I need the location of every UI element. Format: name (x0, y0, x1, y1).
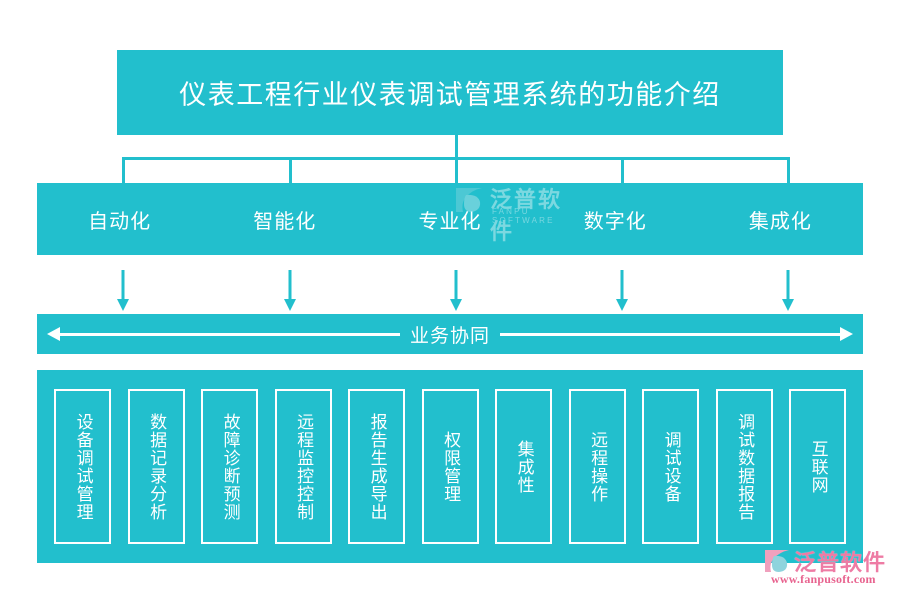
arrow-down-icon-1 (117, 270, 129, 311)
feature-item-3[interactable]: 数字化 (583, 210, 647, 233)
business-collaboration-bar: 业务协同 (37, 314, 863, 354)
function-label-5: 权限管理 (441, 430, 461, 503)
arrow-down-icon-2 (284, 270, 296, 311)
connector-drop-3 (455, 157, 458, 184)
function-box-1[interactable]: 数据记录分析 (127, 389, 185, 544)
arrow-down-icon-4 (616, 270, 628, 311)
connector-drop-1 (122, 157, 125, 184)
feature-item-4[interactable]: 集成化 (748, 210, 812, 233)
business-collaboration-label: 业务协同 (399, 320, 500, 348)
function-box-0[interactable]: 设备调试管理 (54, 389, 111, 544)
function-label-1: 数据记录分析 (147, 412, 167, 521)
diagram-title-box: 仪表工程行业仪表调试管理系统的功能介绍 (117, 50, 783, 135)
function-box-2[interactable]: 故障诊断预测 (201, 389, 258, 544)
feature-item-0[interactable]: 自动化 (88, 210, 152, 233)
function-panel: 设备调试管理 数据记录分析 故障诊断预测 远程监控控制 报告生成导出 权限管理 … (37, 370, 863, 563)
diagram-title-text: 仪表工程行业仪表调试管理系统的功能介绍 (179, 80, 721, 110)
feature-item-1[interactable]: 智能化 (253, 210, 317, 233)
function-label-9: 调试数据报告 (735, 412, 755, 521)
arrow-down-icon-5 (782, 270, 794, 311)
connector-drop-4 (621, 157, 624, 184)
function-box-3[interactable]: 远程监控控制 (274, 389, 332, 544)
function-label-7: 远程操作 (588, 430, 608, 503)
biz-arrow-line-right (479, 333, 841, 336)
arrow-down-icon-3 (450, 270, 462, 311)
function-box-8[interactable]: 调试设备 (642, 389, 699, 544)
function-label-2: 故障诊断预测 (220, 412, 240, 521)
function-box-7[interactable]: 远程操作 (568, 389, 626, 544)
feature-item-2[interactable]: 专业化 (418, 210, 482, 233)
arrow-left-icon (47, 327, 60, 341)
function-box-9[interactable]: 调试数据报告 (715, 389, 773, 544)
arrow-right-icon (840, 327, 853, 341)
function-label-0: 设备调试管理 (73, 412, 93, 521)
function-box-6[interactable]: 集成性 (495, 389, 552, 544)
connector-drop-5 (787, 157, 790, 184)
function-label-8: 调试设备 (661, 430, 681, 503)
connector-drop-2 (289, 157, 292, 184)
watermark-br-url: www.fanpusoft.com (771, 572, 876, 586)
function-box-5[interactable]: 权限管理 (421, 389, 479, 544)
feature-bar: 自动化 智能化 专业化 数字化 集成化 (37, 183, 863, 255)
function-label-3: 远程监控控制 (294, 412, 314, 521)
connector-stem (455, 135, 458, 159)
function-label-4: 报告生成导出 (367, 412, 387, 521)
function-box-10[interactable]: 互联网 (789, 389, 846, 544)
function-label-6: 集成性 (514, 439, 534, 494)
function-box-4[interactable]: 报告生成导出 (348, 389, 405, 544)
function-label-10: 互联网 (808, 439, 828, 494)
biz-arrow-line-left (59, 333, 421, 336)
